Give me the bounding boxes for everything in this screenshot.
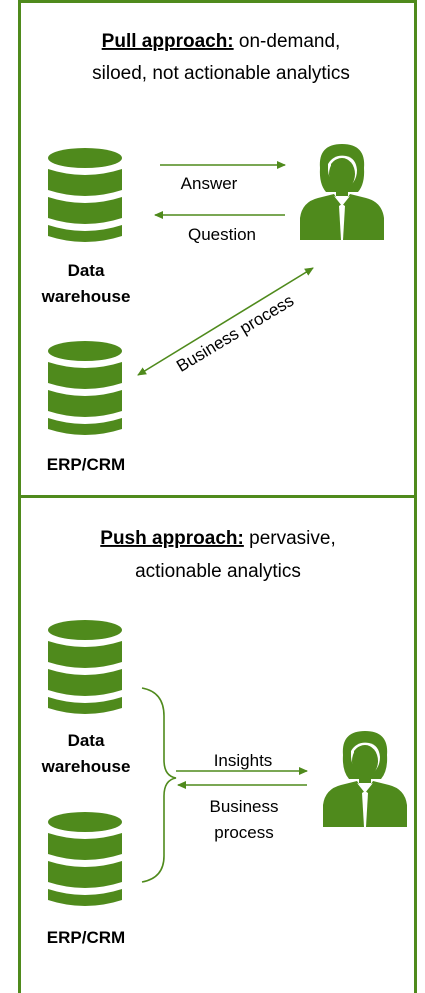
push-process-label: process <box>214 823 274 842</box>
insights-label: Insights <box>214 751 273 770</box>
pull-warehouse-label: warehouse <box>41 287 131 306</box>
business-process-label: Business process <box>173 291 297 376</box>
pull-title-line2: siloed, not actionable analytics <box>92 63 350 84</box>
push-business-label: Business <box>210 797 279 816</box>
database-icon <box>48 341 122 435</box>
question-label: Question <box>188 225 256 244</box>
person-icon <box>323 731 407 827</box>
pull-title-bold: Pull approach: <box>102 31 234 52</box>
push-title-rest: pervasive, <box>244 528 336 549</box>
push-panel <box>18 495 417 993</box>
push-warehouse-label: warehouse <box>41 757 131 776</box>
pull-title-rest: on-demand, <box>234 31 341 52</box>
push-data-label: Data <box>68 731 105 750</box>
push-title: Push approach: pervasive, <box>100 528 335 549</box>
push-title-bold: Push approach: <box>100 528 244 549</box>
database-icon <box>48 148 122 242</box>
brace-connector <box>141 687 177 883</box>
push-erp-label: ERP/CRM <box>47 928 125 947</box>
pull-erp-label: ERP/CRM <box>47 455 125 474</box>
database-icon <box>48 620 122 714</box>
pull-title: Pull approach: on-demand, <box>102 31 341 52</box>
database-icon <box>48 812 122 906</box>
business-process-arrow <box>137 267 314 376</box>
push-title-line2: actionable analytics <box>135 561 301 582</box>
person-icon <box>300 144 384 240</box>
answer-label: Answer <box>181 174 238 193</box>
pull-data-label: Data <box>68 261 105 280</box>
